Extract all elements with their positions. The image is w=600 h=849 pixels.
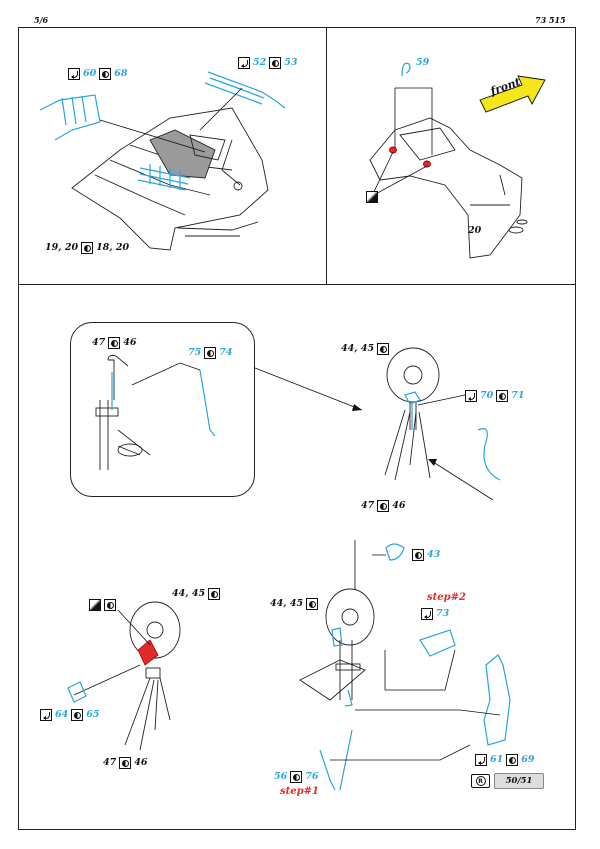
pe-69 <box>483 654 511 746</box>
detail-label-47-46: 47 46 <box>92 337 137 349</box>
paint-icon <box>496 390 509 402</box>
pe-64 <box>67 681 87 703</box>
pe-56 <box>331 627 343 647</box>
detail-label-75-74: 75 74 <box>188 347 233 359</box>
label-64-65: 64 65 <box>40 709 99 721</box>
photo-etch-mesh <box>137 164 191 191</box>
label-56-76: 56 76 <box>274 771 319 783</box>
paint-icon <box>506 754 519 766</box>
reference-number: 50/51 <box>494 773 544 789</box>
detail-drawing <box>95 355 151 470</box>
paint-icon <box>99 68 112 80</box>
searchlight-drawing-1 <box>384 347 440 481</box>
pe-70 <box>404 391 421 430</box>
reference-badge: R 50/51 <box>471 773 544 789</box>
pe-73 <box>419 629 456 657</box>
paint-icon <box>269 57 282 69</box>
paint-icon <box>208 588 221 600</box>
bend-icon <box>465 390 477 402</box>
step-2: step#2 <box>427 592 466 603</box>
detail-inset <box>70 322 255 497</box>
label-20: 20 <box>468 225 482 236</box>
label-73: 73 <box>421 608 449 620</box>
bend-icon <box>68 68 80 80</box>
label-44-45-b: 44, 45 <box>172 588 221 600</box>
pe-43 <box>385 543 405 561</box>
paint-icon <box>104 599 116 611</box>
label-60-68: 60 68 <box>68 68 127 80</box>
sanding-icon <box>366 191 378 203</box>
searchlight-drawing-2 <box>124 601 181 751</box>
paint-icon <box>108 337 121 349</box>
product-code: 73 515 <box>535 15 566 25</box>
bend-icon <box>421 608 433 620</box>
sanding-icon-box <box>366 191 378 203</box>
label-44-45-a: 44, 45 <box>341 343 390 355</box>
bend-icon <box>40 709 52 721</box>
photo-etch-52 <box>204 71 286 109</box>
detail-pe-74 <box>199 369 216 437</box>
icons-4 <box>89 599 116 611</box>
instruction-frame <box>18 27 576 830</box>
label-47-46-a: 47 46 <box>361 500 406 512</box>
pe-71 <box>477 428 501 481</box>
pe-73-small <box>344 689 353 707</box>
panel-divider-horizontal <box>18 284 576 286</box>
sanding-icon <box>89 599 101 611</box>
paint-icon <box>290 771 303 783</box>
resin-icon: R <box>471 774 490 788</box>
paint-icon <box>377 500 390 512</box>
label-61-69: 61 69 <box>475 754 534 766</box>
paint-icon <box>71 709 84 721</box>
label-43: 43 <box>412 549 440 561</box>
searchlight-drawing-3 <box>299 588 375 701</box>
front-arrow <box>479 75 546 113</box>
panel-divider-vertical <box>326 27 328 285</box>
label-59: 59 <box>416 57 430 68</box>
label-47-46-b: 47 46 <box>103 757 148 769</box>
photo-etch-60 <box>39 94 101 141</box>
label-70-71: 70 71 <box>465 390 524 402</box>
bend-icon <box>238 57 250 69</box>
label-52-53: 52 53 <box>238 57 297 69</box>
page-number: 5/6 <box>34 15 49 25</box>
paint-icon <box>377 343 390 355</box>
photo-etch-59 <box>401 62 411 77</box>
paint-icon <box>306 598 319 610</box>
hull-drawing <box>71 107 269 251</box>
bend-icon <box>475 754 487 766</box>
deck-drawing <box>369 117 528 259</box>
label-44-45-c: 44, 45 <box>270 598 319 610</box>
paint-icon <box>119 757 132 769</box>
paint-icon <box>204 347 217 359</box>
step-1: step#1 <box>280 786 319 797</box>
paint-icon <box>81 242 94 254</box>
paint-icon <box>412 549 424 561</box>
red-bracket-part <box>137 639 159 666</box>
label-19-20: 19, 20 18, 20 <box>45 242 130 254</box>
